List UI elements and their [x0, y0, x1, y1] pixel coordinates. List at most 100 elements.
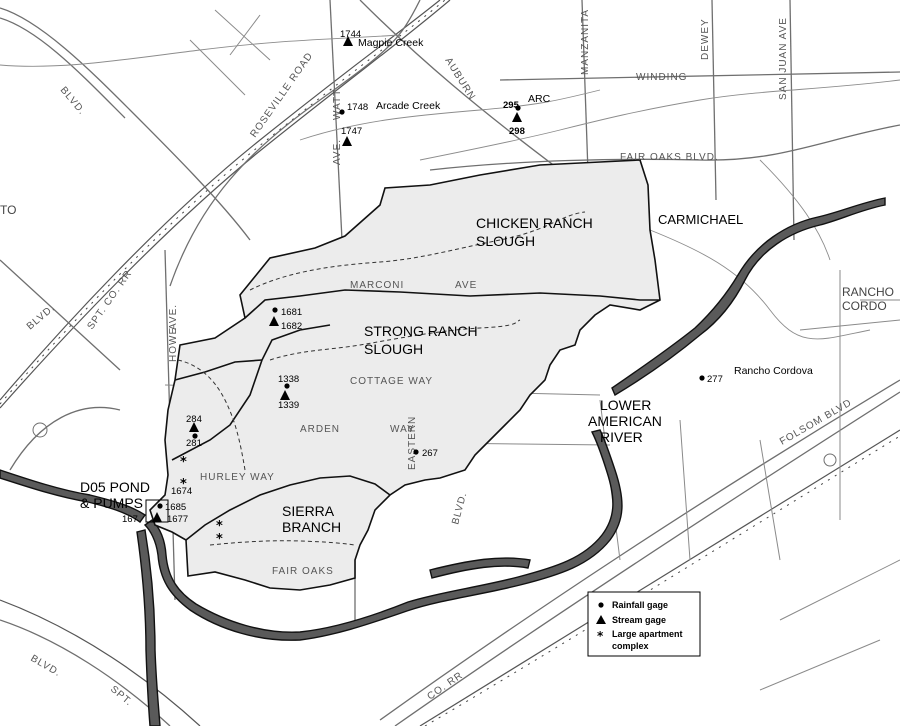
label-sierra: SIERRA — [282, 503, 335, 519]
ne-stream — [759, 159, 831, 261]
gage-label-1744: 1744 — [340, 29, 361, 40]
label-blvd-w: BLVD. — [25, 303, 57, 333]
rain-gage-1685 — [157, 503, 163, 509]
stream-gage-1677 — [152, 512, 162, 522]
stream-gage-284 — [189, 422, 199, 432]
label-spt-sw: SPT. — [108, 684, 134, 709]
stream-gage-1747 — [342, 136, 352, 146]
label-fair-oaks: FAIR OAKS — [272, 566, 334, 577]
rain-gage-1748 — [339, 109, 345, 115]
nw-blvd — [0, 7, 251, 241]
san-juan-ave — [789, 0, 795, 241]
label-cottage: COTTAGE WAY — [350, 376, 433, 387]
gage-label-298: 298 — [509, 126, 525, 137]
legend-apartment-label-2: complex — [612, 641, 649, 651]
label-eastern: EASTERN — [407, 416, 418, 470]
gage-label-281: 281 — [186, 438, 202, 449]
stream-gage-298 — [512, 112, 522, 122]
area-labels: CHICKEN RANCH SLOUGH STRONG RANCH SLOUGH… — [0, 203, 894, 535]
sw-rr — [0, 599, 201, 726]
river-lower — [143, 429, 623, 641]
label-marconi: MARCONI — [350, 280, 404, 291]
sierra-dashed — [209, 540, 356, 546]
interchange — [189, 9, 271, 96]
label-strong-slough: SLOUGH — [364, 341, 423, 357]
rain-gage-1338 — [284, 383, 290, 389]
label-dewey: DEWEY — [700, 18, 711, 60]
apartment-marker-4: * — [216, 532, 223, 547]
se-railroad-ties — [424, 435, 900, 726]
gage-label-167x: 167 — [122, 514, 138, 525]
gage-labels: 1744 1748 1747 295 298 1681 1682 1338 13… — [122, 29, 723, 525]
fair-oaks-blvd-n — [429, 124, 900, 171]
label-blvd-nw: BLVD. — [58, 85, 88, 117]
watershed-basins — [149, 159, 661, 591]
river-bar — [429, 557, 531, 579]
gage-label-295: 295 — [503, 100, 520, 111]
legend-rain-symbol — [598, 602, 604, 608]
river-west — [0, 469, 146, 523]
label-lower: LOWER — [600, 397, 651, 413]
label-magpie-creek: Magpie Creek — [358, 37, 424, 49]
label-folsom: FOLSOM BLVD — [778, 397, 854, 447]
label-hurley: HURLEY WAY — [200, 472, 275, 483]
rain-gage-281 — [192, 433, 198, 439]
rain-gage-277 — [699, 375, 705, 381]
rain-gage-267 — [413, 449, 419, 455]
label-howe-ave: AVE. — [168, 304, 179, 330]
folsom-blvd — [379, 379, 900, 721]
gage-label-1747: 1747 — [341, 126, 362, 137]
winding-way — [499, 71, 900, 81]
label-cordo: CORDO — [842, 299, 887, 313]
label-branch: BRANCH — [282, 519, 341, 535]
label-pumps: & PUMPS — [80, 495, 143, 511]
label-eastern-blvd: BLVD. — [450, 491, 469, 526]
label-rancho-cordova: Rancho Cordova — [734, 365, 813, 377]
interchange-loop-e — [823, 453, 837, 467]
study-basin — [149, 159, 661, 591]
gage-label-1685: 1685 — [165, 502, 186, 513]
chicken-dashed — [249, 211, 586, 291]
gage-label-1677: 1677 — [167, 514, 188, 525]
label-co-rr-se: CO. RR — [425, 670, 465, 703]
sw-loop — [9, 406, 121, 471]
dewey-dr — [711, 0, 717, 201]
legend-rain-label: Rainfall gage — [612, 600, 668, 610]
gage-label-277: 277 — [707, 374, 723, 385]
label-howe: HOWE — [168, 327, 179, 362]
label-blvd-sw: BLVD. — [29, 653, 63, 679]
gage-label-1339: 1339 — [278, 400, 299, 411]
apartment-marker-3: * — [216, 519, 223, 534]
railroad-track-2 — [0, 0, 451, 409]
legend-stream-label: Stream gage — [612, 615, 666, 625]
auburn-blvd — [359, 0, 561, 171]
stream-gage-1744 — [343, 36, 353, 46]
gage-label-1338: 1338 — [278, 374, 299, 385]
label-fair-oaks-blvd: FAIR OAKS BLVD. — [620, 152, 719, 163]
east-stream — [649, 229, 871, 340]
label-carmichael: CARMICHAEL — [658, 212, 743, 227]
railroad-track — [0, 0, 441, 401]
label-pond: D05 POND — [80, 479, 150, 495]
rancho-grid — [799, 270, 900, 520]
label-arcade-creek: Arcade Creek — [376, 100, 441, 112]
legend-box — [587, 591, 701, 657]
interchange-loop — [32, 422, 48, 438]
rain-gage-1681 — [272, 307, 278, 313]
legend-apartment-symbol: * — [597, 629, 604, 643]
label-spt-co-rr: SPT. CO. RR — [85, 268, 134, 332]
apartment-marker-2: * — [180, 477, 187, 492]
legend: Rainfall gage Stream gage * Large apartm… — [587, 591, 701, 657]
streams — [0, 34, 900, 340]
gage-label-1682: 1682 — [281, 321, 302, 332]
apartment-marker-1: * — [180, 455, 187, 470]
east-airfield — [759, 559, 900, 691]
se-railroad — [419, 429, 900, 726]
gage-markers: * * * * — [145, 36, 705, 547]
river-upper — [611, 197, 886, 397]
strong-dashed — [269, 319, 521, 361]
gage-label-1681: 1681 — [281, 307, 302, 318]
gage-label-1748: 1748 — [347, 102, 368, 113]
